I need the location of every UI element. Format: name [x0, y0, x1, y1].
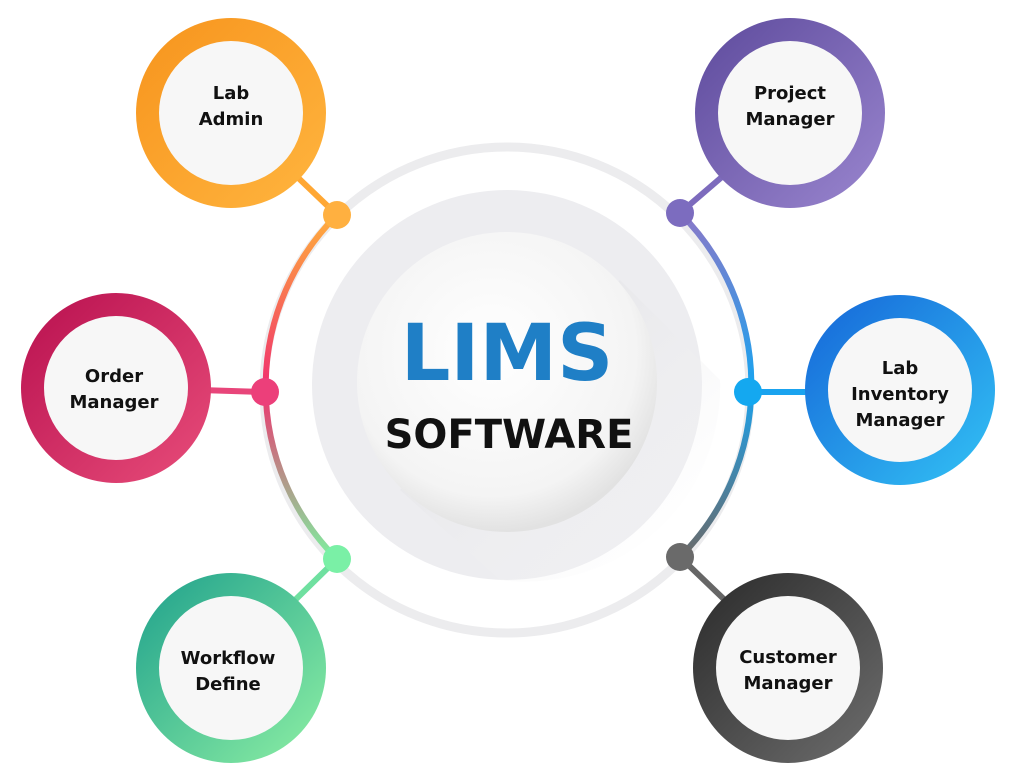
node-label-line: Manager [746, 109, 835, 130]
dot-project-manager [666, 199, 694, 227]
node-label-line: Lab [882, 358, 919, 379]
dot-lab-inventory [734, 378, 762, 406]
node-project-manager: Project Manager [695, 18, 885, 208]
center-subtitle: SOFTWARE [385, 412, 634, 458]
node-order-manager: Order Manager [21, 293, 211, 483]
node-lab-inventory-manager: Lab Inventory Manager [805, 295, 995, 485]
node-label-line: Manager [856, 410, 945, 431]
node-label-line: Manager [744, 673, 833, 694]
node-label-line: Lab [213, 83, 250, 104]
node-customer-manager: Customer Manager [693, 573, 883, 763]
dot-workflow [323, 545, 351, 573]
node-label-line: Manager [70, 392, 159, 413]
node-label-line: Inventory [851, 384, 949, 405]
node-label-line: Admin [199, 109, 264, 130]
center-circle [357, 232, 657, 532]
center-title: LIMS [401, 309, 614, 399]
node-label-line: Project [754, 83, 826, 104]
node-lab-admin: Lab Admin [136, 18, 326, 208]
node-workflow-define: Workflow Define [136, 573, 326, 763]
node-label-line: Customer [739, 647, 837, 668]
node-label-line: Define [195, 674, 261, 695]
dot-lab-admin [323, 201, 351, 229]
dot-customer [666, 543, 694, 571]
node-label-line: Workflow [181, 648, 276, 669]
dot-order-manager [251, 378, 279, 406]
node-label-line: Order [85, 366, 143, 387]
